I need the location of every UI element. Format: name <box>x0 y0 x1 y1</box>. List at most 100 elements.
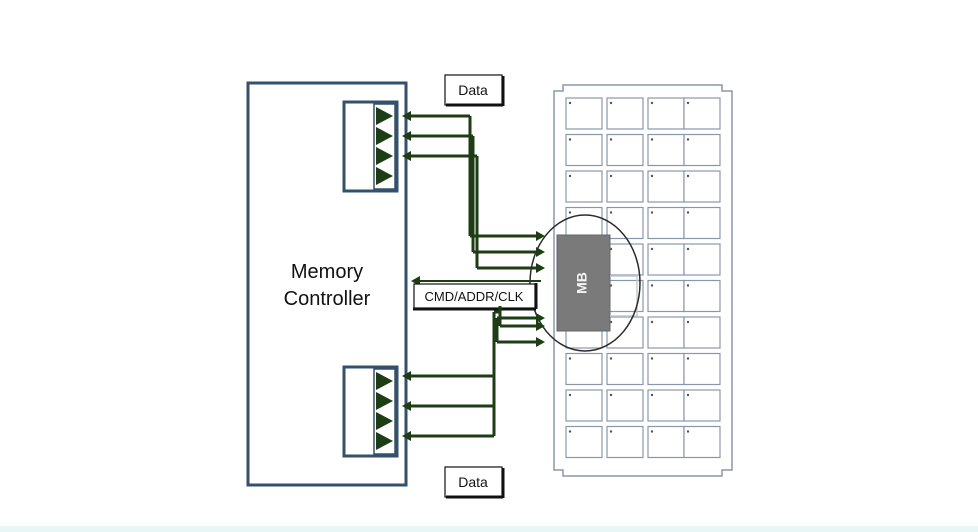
dram-chip-pin1-dot <box>609 138 613 141</box>
driver-triangle <box>376 147 393 165</box>
dram-chip-pin1-dot <box>609 211 613 214</box>
dram-chip-pin1-dot <box>568 138 572 141</box>
driver-triangle <box>376 127 393 145</box>
dram-chip <box>565 97 603 130</box>
dram-chip-pin1-dot <box>609 101 613 105</box>
data-bus-bottom <box>409 306 536 438</box>
driver-triangle <box>376 107 393 125</box>
dram-chip <box>647 206 685 240</box>
dram-chip <box>683 133 721 167</box>
dram-chip-pin1-dot <box>650 247 654 251</box>
arrowhead <box>536 321 545 331</box>
dram-chip-grid <box>565 97 721 459</box>
dram-chip <box>606 206 644 240</box>
dram-chip-pin1-dot <box>686 393 690 397</box>
arrowhead <box>402 151 411 161</box>
mb-label: MB <box>574 272 590 294</box>
driver-triangle <box>376 412 393 430</box>
dram-chip <box>647 352 685 386</box>
dram-chip <box>683 425 721 459</box>
dram-chip <box>683 206 721 240</box>
dram-chip <box>683 97 721 130</box>
dram-chip <box>565 133 603 167</box>
arrowhead <box>536 313 545 323</box>
dram-chip <box>683 279 721 313</box>
dram-chip <box>683 316 721 349</box>
dram-chip-pin1-dot <box>650 174 654 178</box>
dram-chip-pin1-dot <box>686 247 690 251</box>
dram-chip <box>606 170 644 203</box>
dram-chip-pin1-dot <box>650 320 654 324</box>
dram-chip <box>606 97 644 130</box>
dram-chip-pin1-dot <box>650 101 654 105</box>
dram-chip <box>683 389 721 422</box>
dram-chip-pin1-dot <box>686 284 690 287</box>
dram-chip-pin1-dot <box>650 430 654 433</box>
data-bus-top <box>409 114 536 270</box>
memory-controller-label-line2: Controller <box>284 288 371 310</box>
dram-chip <box>565 170 603 203</box>
data-label-bottom-text: Data <box>458 474 488 490</box>
dram-chip-pin1-dot <box>650 393 654 397</box>
dram-chip <box>565 352 603 386</box>
driver-triangle <box>376 432 393 450</box>
dram-chip-pin1-dot <box>686 320 690 324</box>
dram-chip <box>606 352 644 386</box>
dram-chip-pin1-dot <box>686 211 690 214</box>
dram-chip <box>606 133 644 167</box>
arrowhead <box>402 401 411 411</box>
dram-chip <box>647 170 685 203</box>
arrowhead <box>402 431 411 441</box>
dram-chip <box>647 243 685 276</box>
memory-controller-label-line1: Memory <box>291 261 363 283</box>
mb-highlight-ellipse <box>529 214 641 352</box>
driver-triangle <box>376 372 393 390</box>
dram-chip <box>565 389 603 422</box>
dram-chip <box>606 425 644 459</box>
dram-chip-pin1-dot <box>568 430 572 433</box>
arrowhead <box>536 337 545 347</box>
dram-chip-pin1-dot <box>568 101 572 105</box>
dram-chip <box>606 243 644 276</box>
dram-chip-pin1-dot <box>609 393 613 397</box>
dram-chip <box>606 316 644 349</box>
driver-triangle <box>376 392 393 410</box>
dram-chip-pin1-dot <box>568 393 572 397</box>
dram-chip <box>565 206 603 240</box>
dram-chip-pin1-dot <box>568 211 572 214</box>
dram-chip-pin1-dot <box>686 174 690 178</box>
data-label-bottom: Data <box>444 466 505 499</box>
dram-chip-pin1-dot <box>650 211 654 214</box>
cmd-addr-clk-label: CMD/ADDR/CLK <box>425 289 524 304</box>
dram-chip <box>647 389 685 422</box>
data-bus-bottom-arrowheads <box>402 313 545 441</box>
dram-chip <box>647 133 685 167</box>
dram-chip-pin1-dot <box>609 357 613 360</box>
dram-chip-pin1-dot <box>568 174 572 178</box>
dram-chip-pin1-dot <box>650 138 654 141</box>
driver-block-top <box>342 100 399 193</box>
dram-chip <box>683 243 721 276</box>
dram-chip-pin1-dot <box>686 138 690 141</box>
dram-chip <box>683 170 721 203</box>
cmd-addr-clk-bus: CMD/ADDR/CLK <box>411 276 541 311</box>
arrowhead <box>536 247 545 257</box>
bottom-strip <box>0 526 978 532</box>
dram-chip-pin1-dot <box>686 430 690 433</box>
dram-chip <box>606 389 644 422</box>
dram-chip-pin1-dot <box>650 284 654 287</box>
dram-chip-pin1-dot <box>686 101 690 105</box>
dram-chip <box>647 279 685 313</box>
dram-chip-pin1-dot <box>609 174 613 178</box>
data-label-top-text: Data <box>458 82 488 98</box>
dram-chip <box>565 425 603 459</box>
arrowhead <box>536 263 545 273</box>
arrowhead <box>402 371 411 381</box>
arrowhead <box>536 231 545 241</box>
dram-chip <box>647 97 685 130</box>
driver-triangle <box>376 167 393 185</box>
dram-chip-pin1-dot <box>650 357 654 360</box>
dram-chip <box>647 316 685 349</box>
dram-chip <box>647 425 685 459</box>
